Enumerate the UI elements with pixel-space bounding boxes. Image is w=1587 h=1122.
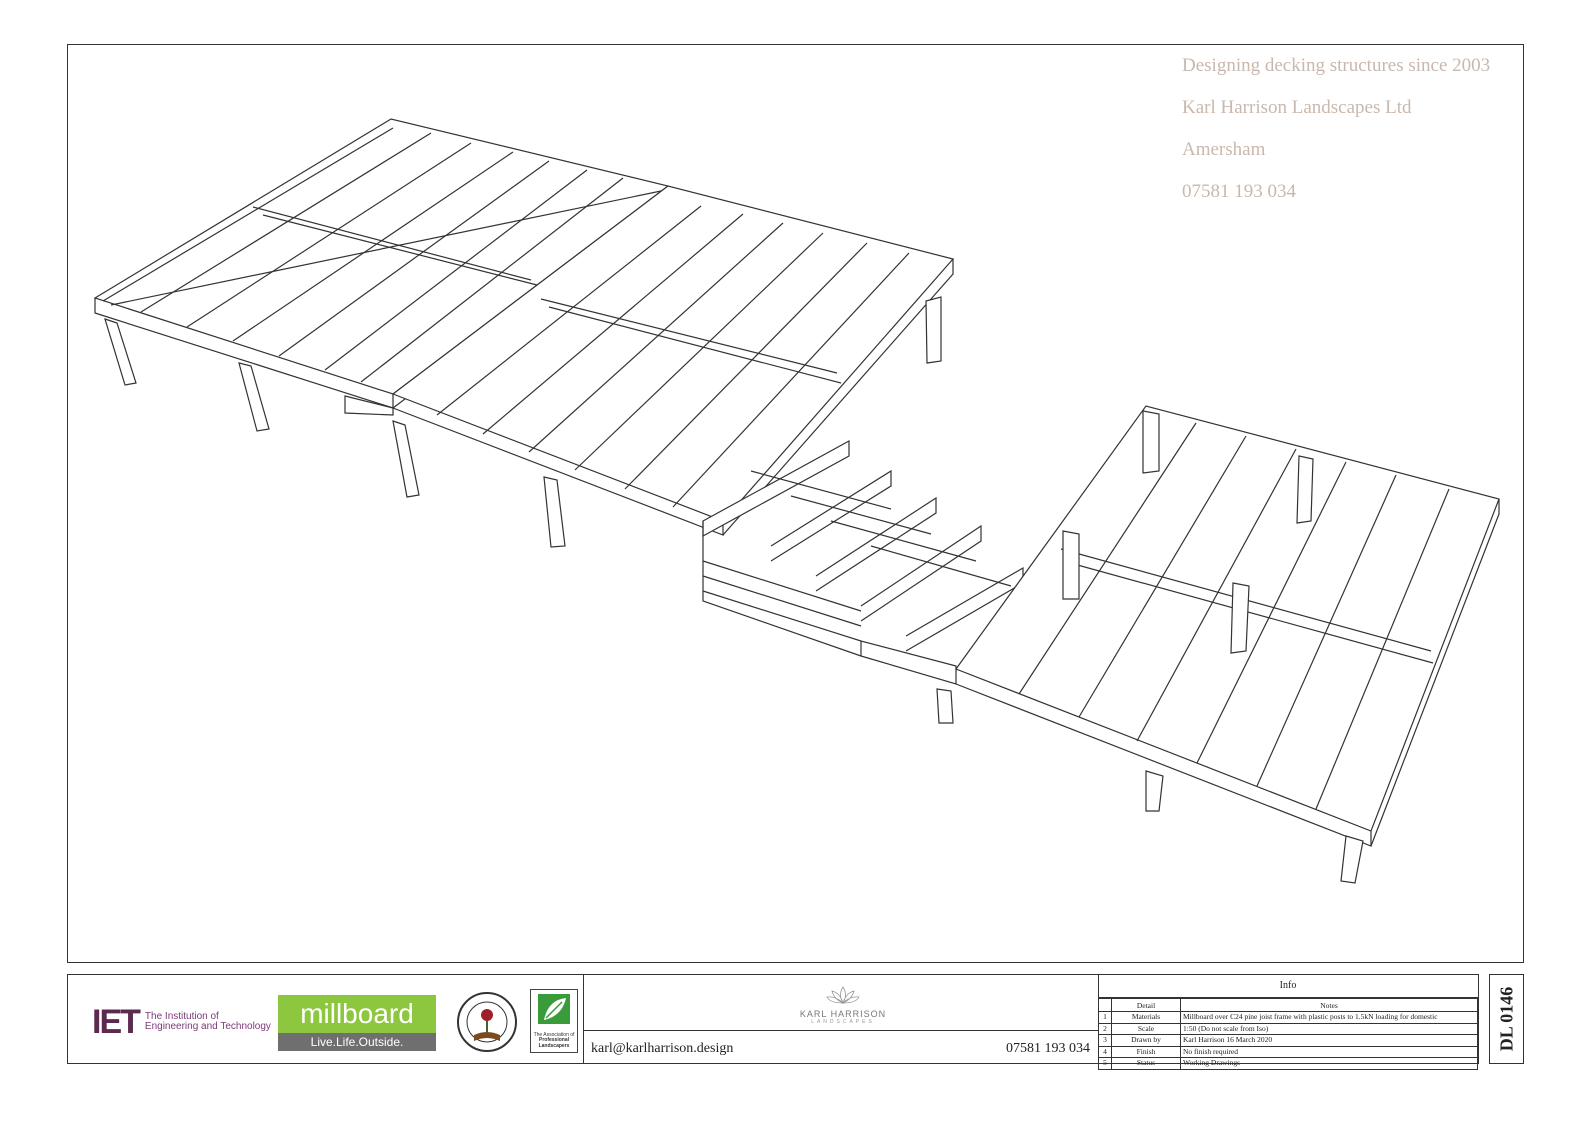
row-detail: Finish	[1111, 1045, 1181, 1058]
accreditation-logos: IET The Institution of Engineering and T…	[68, 975, 584, 1063]
row-notes: Karl Harrison 16 March 2020	[1180, 1034, 1478, 1047]
row-notes: No finish required	[1180, 1045, 1478, 1058]
info-title: Info	[1098, 975, 1478, 998]
company-location: Amersham	[1182, 139, 1266, 160]
row-notes: 1:50 (Do not scale from Iso)	[1180, 1022, 1478, 1035]
contact-email[interactable]: karl@karlharrison.design	[591, 1041, 734, 1056]
iet-text: The Institution of Engineering and Techn…	[144, 1010, 271, 1032]
middle-deck-frame	[344, 185, 955, 548]
contact-section: KARL HARRISON LANDSCAPES karl@karlharris…	[583, 975, 1099, 1063]
row-detail: Scale	[1111, 1022, 1181, 1035]
info-table: Detail Notes 1 Materials Millboard over …	[1098, 998, 1478, 1070]
info-header-notes: Notes	[1180, 998, 1478, 1012]
company-name: Karl Harrison Landscapes Ltd	[1182, 97, 1412, 118]
contact-divider	[583, 1030, 1098, 1031]
row-detail: Status	[1111, 1057, 1181, 1070]
company-details: Designing decking structures since 2003 …	[1182, 56, 1490, 224]
row-notes: Millboard over C24 pine joist frame with…	[1180, 1011, 1478, 1024]
leaf-icon	[538, 994, 570, 1024]
iet-mark: IET	[92, 1003, 141, 1041]
pgca-seal-icon	[457, 992, 517, 1052]
apl-logo: The Association of Professional Landscap…	[530, 989, 578, 1053]
info-header-detail: Detail	[1111, 998, 1181, 1012]
drawing-frame	[67, 44, 1524, 963]
drawing-number-box: DL 0146	[1489, 974, 1524, 1064]
info-header-row: Detail Notes	[1098, 998, 1478, 1012]
table-row: 5 Status Working Drawings	[1098, 1057, 1478, 1070]
info-panel: Info Detail Notes 1 Materials Millboard …	[1098, 975, 1478, 1070]
company-phone: 07581 193 034	[1182, 181, 1296, 202]
table-row: 2 Scale 1:50 (Do not scale from Iso)	[1098, 1022, 1478, 1035]
millboard-wordmark: millboard	[278, 995, 436, 1033]
row-number: 3	[1098, 1034, 1112, 1047]
brand-name: KARL HARRISON	[799, 1009, 887, 1019]
drawing-number: DL 0146	[1496, 986, 1516, 1052]
apl-text: The Association of Professional Landscap…	[533, 1031, 575, 1049]
title-block: IET The Institution of Engineering and T…	[67, 974, 1479, 1070]
stair-frame	[702, 439, 1024, 724]
company-tagline: Designing decking structures since 2003	[1182, 55, 1491, 76]
row-detail: Drawn by	[1111, 1034, 1181, 1047]
info-header-num	[1098, 998, 1112, 1012]
brand-logo: KARL HARRISON LANDSCAPES	[783, 985, 903, 1025]
table-row: 1 Materials Millboard over C24 pine jois…	[1098, 1011, 1478, 1024]
row-number: 4	[1098, 1045, 1112, 1058]
millboard-logo: millboard Live.Life.Outside.	[278, 995, 436, 1051]
table-row: 4 Finish No finish required	[1098, 1045, 1478, 1058]
brand-sub: LANDSCAPES	[811, 1019, 875, 1025]
row-number: 5	[1098, 1057, 1112, 1070]
lower-deck-frame	[955, 405, 1500, 884]
row-notes: Working Drawings	[1180, 1057, 1478, 1070]
iet-logo: IET The Institution of Engineering and T…	[92, 1005, 271, 1039]
row-number: 1	[1098, 1011, 1112, 1024]
lotus-icon	[826, 986, 860, 1004]
row-detail: Materials	[1111, 1011, 1181, 1024]
table-row: 3 Drawn by Karl Harrison 16 March 2020	[1098, 1034, 1478, 1047]
isometric-deck-drawing	[93, 118, 1500, 884]
millboard-tagline: Live.Life.Outside.	[278, 1033, 436, 1051]
contact-phone: 07581 193 034	[1006, 1041, 1090, 1056]
row-number: 2	[1098, 1022, 1112, 1035]
